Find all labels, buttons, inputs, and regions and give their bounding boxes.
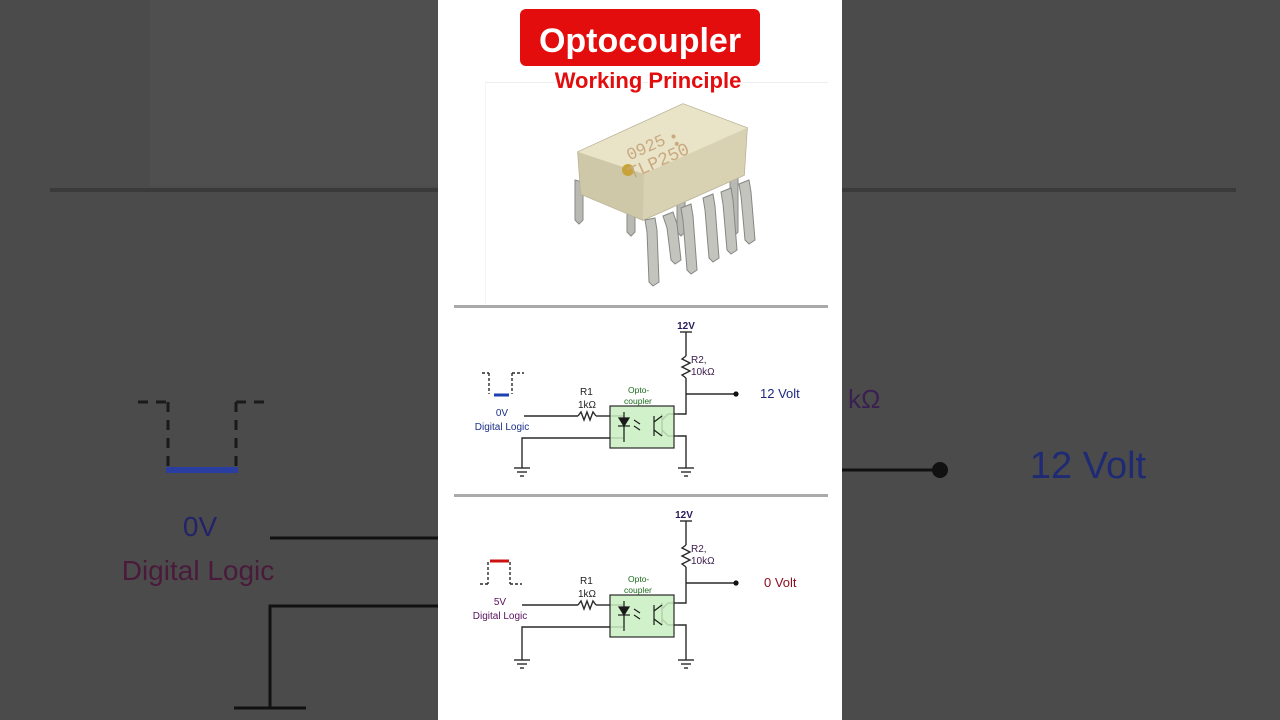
r1-value: 1kΩ xyxy=(578,589,597,600)
opto-label-1: Opto- xyxy=(628,385,649,395)
input-caption: Digital Logic xyxy=(475,422,529,433)
r1-value: 1kΩ xyxy=(578,400,597,411)
optocoupler-box xyxy=(609,594,675,638)
input-pulse-dashed xyxy=(480,562,522,585)
opto-label-2: coupler xyxy=(624,585,652,595)
resistor-r2-symbol xyxy=(680,544,692,568)
r1-name: R1 xyxy=(580,387,593,398)
background-pulse xyxy=(138,400,272,468)
circuit-0v-input: 12V R2, 10kΩ R1 1kΩ Opto- coupler 0V Dig… xyxy=(475,321,800,477)
optocoupler-chip-illustration: 0925 TLP250 xyxy=(485,82,828,304)
r2-name: R2, xyxy=(691,544,707,555)
supply-label: 12V xyxy=(675,510,693,521)
resistor-r1-symbol xyxy=(577,599,597,611)
background-caption: Digital Logic xyxy=(122,555,275,586)
opto-label-1: Opto- xyxy=(628,574,649,584)
divider-top xyxy=(454,305,828,308)
opto-label-2: coupler xyxy=(624,396,652,406)
circuit-5v-input: 12V R2, 10kΩ R1 1kΩ Opto- coupler 5V Dig… xyxy=(473,510,797,669)
divider-middle xyxy=(454,494,828,497)
r2-value: 10kΩ xyxy=(691,367,715,378)
r2-name: R2, xyxy=(691,355,707,366)
background-resistor-value: kΩ xyxy=(848,384,880,414)
input-voltage: 0V xyxy=(496,408,509,419)
r1-name: R1 xyxy=(580,576,593,587)
input-voltage: 5V xyxy=(494,597,507,608)
resistor-r2-symbol xyxy=(680,355,692,379)
optocoupler-box xyxy=(609,405,675,449)
content-frame: Optocoupler 0925 TLP250 xyxy=(438,0,842,720)
resistor-r1-symbol xyxy=(577,410,597,422)
title-text: Optocoupler xyxy=(538,22,742,60)
subtitle-text: Working Principle xyxy=(554,68,742,93)
r2-value: 10kΩ xyxy=(691,556,715,567)
title-banner: Optocoupler xyxy=(520,9,760,66)
background-voltage: 0V xyxy=(183,511,218,542)
background-output-label: 12 Volt xyxy=(1030,445,1147,487)
supply-label: 12V xyxy=(677,321,695,332)
output-node xyxy=(733,391,739,397)
input-pulse-dashed xyxy=(482,372,524,394)
input-caption: Digital Logic xyxy=(473,611,527,622)
output-node xyxy=(733,580,739,586)
output-label: 0 Volt xyxy=(764,575,797,590)
output-label: 12 Volt xyxy=(760,386,800,401)
